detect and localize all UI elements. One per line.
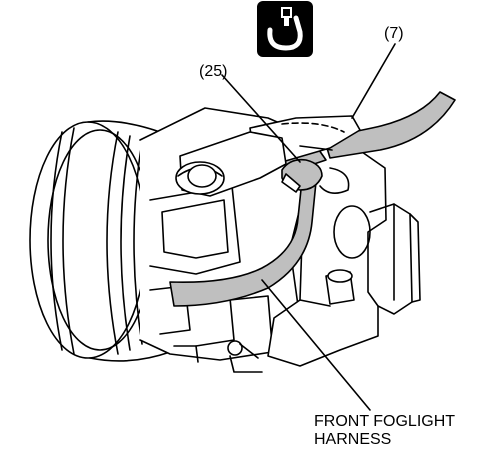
foglight-lens: [29, 120, 171, 362]
foglight-harness: [169, 179, 317, 307]
harness-label-line2: HARNESS: [314, 431, 392, 448]
leader-line-harness: [261, 279, 371, 411]
front-foglight-harness-label: FRONT FOGLIGHT HARNESS: [314, 413, 455, 449]
cable-tie-icon: [257, 1, 313, 57]
callout-part-7: (7): [384, 25, 404, 42]
mounting-bracket: [267, 139, 421, 367]
leader-line-25: [221, 74, 301, 163]
clip-25: [281, 158, 323, 193]
leader-line-7: [351, 43, 396, 119]
harness-label-line1: FRONT FOGLIGHT: [314, 413, 456, 430]
ground-terminal: [175, 131, 287, 197]
callout-part-25: (25): [199, 63, 228, 80]
